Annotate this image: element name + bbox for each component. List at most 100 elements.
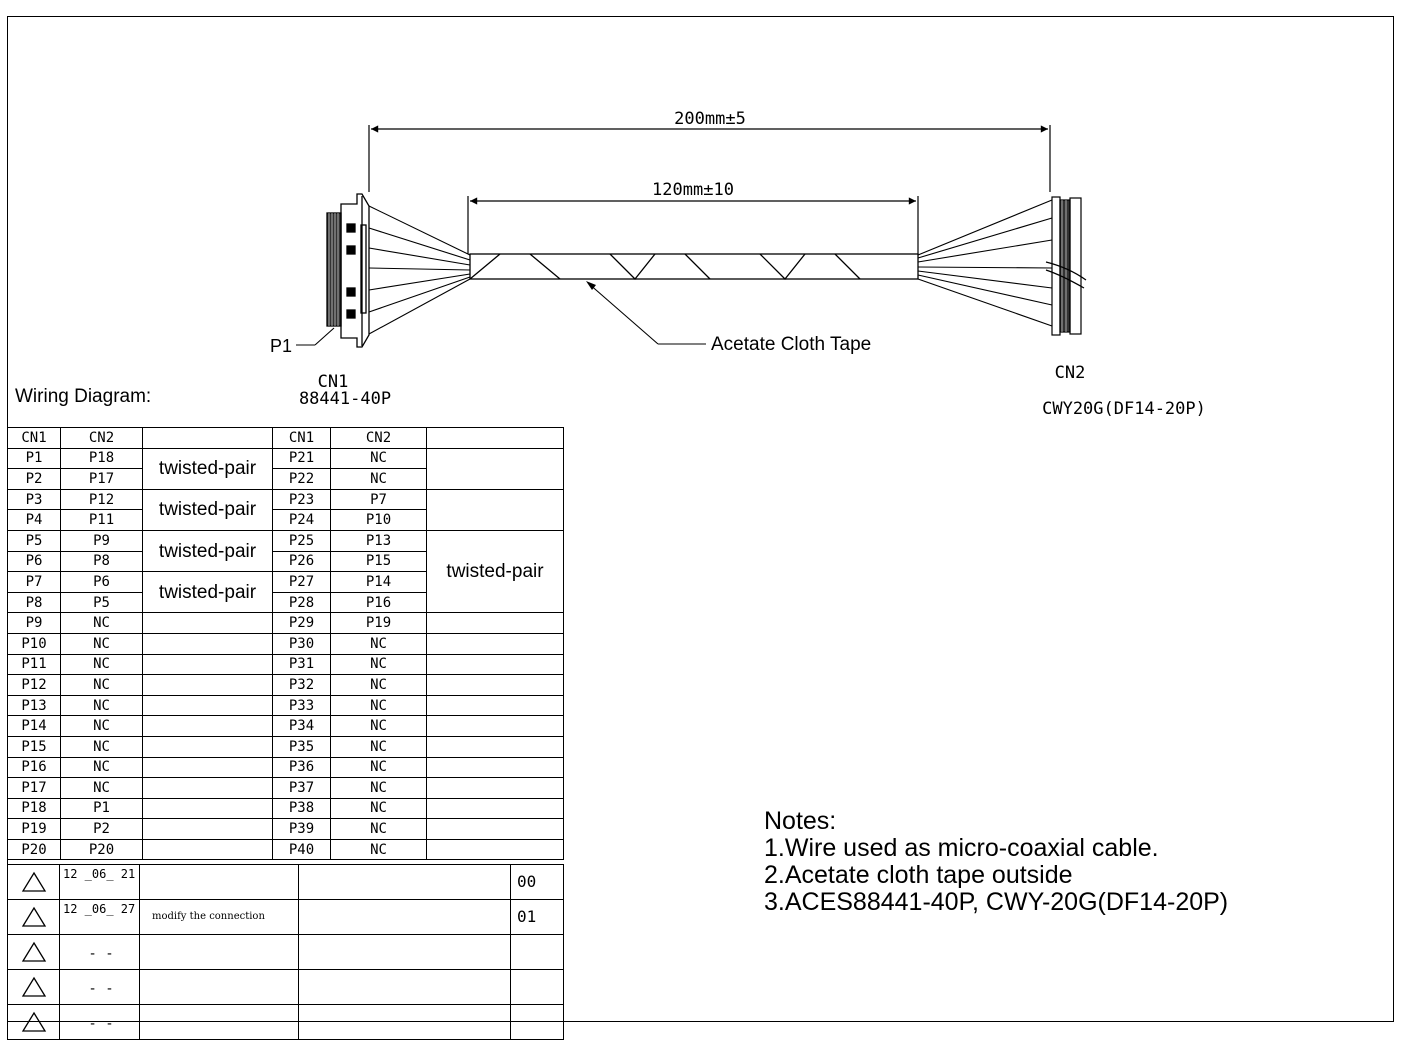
empty-cell [426,674,564,696]
revision-marker [7,864,60,900]
tape-leader: Acetate Cloth Tape [586,281,871,355]
cn2-wires [917,199,1053,327]
triangle-icon [21,871,46,892]
revision-description [139,934,299,970]
cn2-pin: NC [330,674,427,696]
revision-row: - - [7,1004,564,1040]
cn1-pin: P8 [7,591,61,614]
cn2-pin: P1 [60,797,143,820]
cn1-pin: P10 [7,632,61,655]
cn2-pin: NC [330,715,427,737]
twisted-pair-label: twisted-pair [142,447,273,490]
cn1-pin: P2 [7,468,61,490]
empty-cell [142,735,273,758]
empty-cell [426,818,564,840]
revision-date: - - [59,969,140,1005]
note-item: 3.ACES88441-40P, CWY-20G(DF14-20P) [764,888,1229,916]
revision-row: - - [7,969,564,1005]
cn2-pin: NC [330,777,427,799]
cn2-pin: NC [330,818,427,840]
cn1-pin: P21 [272,447,331,470]
empty-cell [142,653,273,676]
cn2-pin: P19 [330,612,427,634]
cable-bundle [469,253,919,280]
empty-cell [142,715,273,737]
empty-cell [426,777,564,799]
cn1-pin: P14 [7,715,61,737]
revision-number [510,1004,564,1040]
wiring-header-cell: CN1 [272,427,331,449]
cn1-connector [326,193,370,348]
empty-cell [426,694,564,717]
revision-description: modify the connection [139,899,299,935]
empty-cell [426,488,564,531]
cn1-pin: P26 [272,550,331,573]
overall-length-label: 200mm±5 [674,109,746,129]
revision-approval [298,1004,511,1040]
empty-cell [142,777,273,799]
cn2-pin: P17 [60,468,143,490]
cn2-pin: NC [60,777,143,799]
cn1-pin: P29 [272,612,331,634]
empty-cell [142,694,273,717]
cn2-pin: NC [60,756,143,779]
cn2-pin: P8 [60,550,143,573]
cn1-pin: P17 [7,777,61,799]
cn2-pin: P9 [60,529,143,552]
empty-cell [142,632,273,655]
twisted-pair-label: twisted-pair [426,529,564,614]
cn2-pin: P12 [60,488,143,511]
cn2-pin: P6 [60,571,143,593]
cn1-pin: P1 [7,447,61,470]
cn1-pin: P38 [272,797,331,820]
cn2-pin: NC [60,735,143,758]
bundle-dimension: 120mm±10 [467,180,919,254]
cn1-pin: P28 [272,591,331,614]
wiring-diagram-title: Wiring Diagram: [15,386,152,407]
cn2-pin: P13 [330,529,427,552]
cn2-pin: NC [330,632,427,655]
cn1-pin: P15 [7,735,61,758]
empty-cell [142,818,273,840]
cn2-pin: NC [330,838,427,861]
cn2-pin: P18 [60,447,143,470]
cn2-pin: NC [60,632,143,655]
cn2-name: CN2 [1055,363,1086,383]
empty-cell [142,756,273,779]
revision-marker [7,899,60,935]
empty-cell [142,612,273,634]
revision-approval [298,899,511,935]
cn2-part-number: CWY20G(DF14-20P) [1042,399,1206,419]
empty-cell [426,756,564,779]
cn1-pin: P25 [272,529,331,552]
cn2-pin: P2 [60,818,143,840]
empty-cell [426,612,564,634]
cn2-pin: NC [330,653,427,676]
bundle-length-label: 120mm±10 [652,180,734,200]
revision-marker [7,1004,60,1040]
cn1-pin: P39 [272,818,331,840]
revision-marker [7,969,60,1005]
cn1-pin: P24 [272,509,331,531]
cn1-part-number: 88441-40P [299,389,391,409]
empty-cell [142,838,273,861]
cn2-connector [1045,196,1087,336]
cn1-wires [368,205,471,335]
cn1-pin: P32 [272,674,331,696]
wiring-header-cell: CN2 [60,427,143,449]
triangle-icon [21,1011,46,1032]
